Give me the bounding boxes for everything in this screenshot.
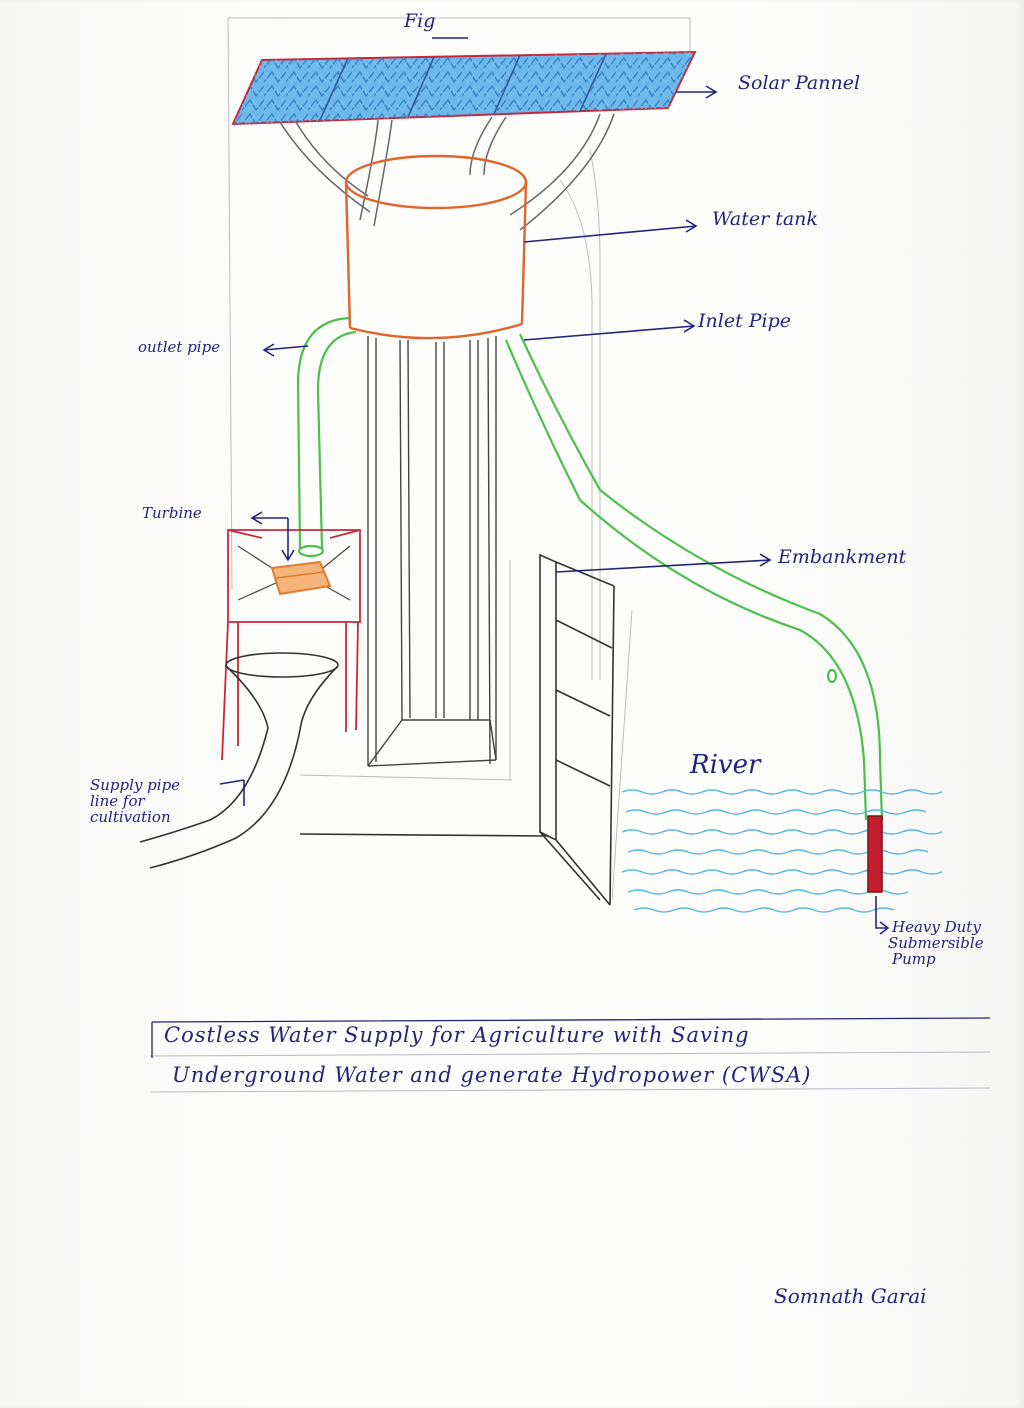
outlet-pipe — [296, 316, 357, 558]
turbine-housing — [221, 529, 361, 761]
pump-line-1: Heavy Duty — [892, 918, 981, 936]
label-water-tank: Water tank — [712, 208, 818, 230]
supply-pipe-line-2: line for — [90, 791, 145, 810]
pencil-guides — [227, 17, 691, 901]
river-water — [621, 789, 943, 913]
signature: Somnath Garai — [774, 1284, 927, 1308]
turbine-core — [270, 560, 332, 596]
supply-pipe-line-1: Supply pipe — [90, 776, 181, 794]
label-solar-panel: Solar Pannel — [738, 72, 861, 94]
panel-supports — [279, 113, 615, 231]
title-box — [151, 1017, 991, 1058]
annotation-arrows — [219, 37, 890, 935]
label-outlet-pipe: outlet pipe — [138, 338, 221, 356]
label-supply-pipe: Supply pipe line for cultivation — [90, 776, 181, 826]
label-turbine: Turbine — [142, 504, 202, 522]
pump-line-3: Pump — [892, 949, 936, 968]
inlet-pipe — [504, 333, 884, 821]
solar-panel — [231, 50, 697, 126]
supply-funnel — [139, 652, 339, 869]
supply-pipe-line-3: cultivation — [90, 807, 171, 826]
label-pump: Heavy Duty Submersible Pump — [888, 918, 984, 968]
title-line-1: Costless Water Supply for Agriculture wi… — [164, 1023, 750, 1047]
figure-label: Fig — [404, 10, 436, 32]
title-rules — [149, 1051, 991, 1093]
title-line-2: Underground Water and generate Hydropowe… — [172, 1063, 812, 1087]
water-tank — [344, 154, 528, 340]
label-river: River — [690, 750, 761, 780]
submersible-pump — [867, 815, 883, 893]
label-embankment: Embankment — [778, 546, 907, 568]
pump-line-2: Submersible — [888, 933, 984, 952]
ground-line — [299, 833, 549, 837]
tower — [367, 336, 497, 767]
embankment — [539, 553, 615, 906]
label-inlet-pipe: Inlet Pipe — [698, 310, 792, 332]
